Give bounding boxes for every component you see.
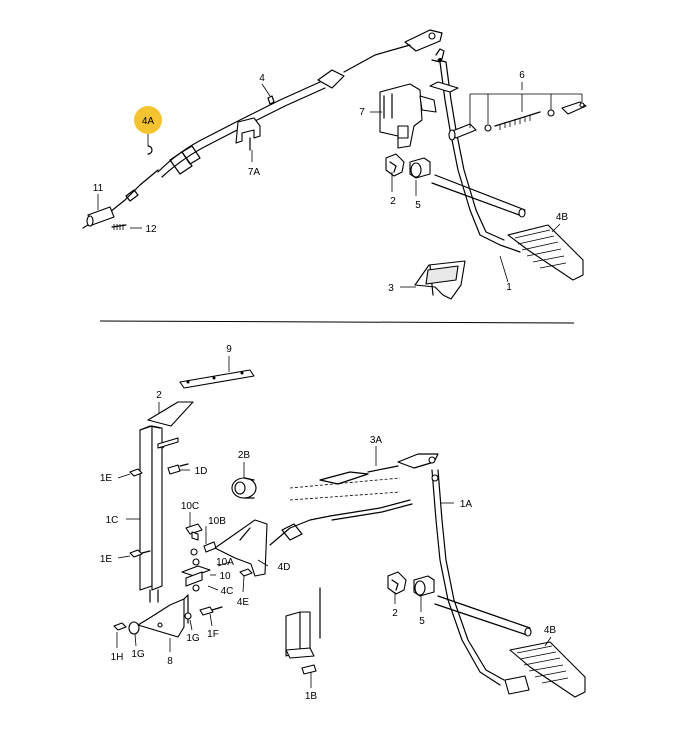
callout-10C[interactable]: 10C (181, 501, 199, 512)
bushing-part-2B (231, 477, 257, 499)
bracket-part-8 (137, 594, 189, 638)
adjuster-part-6 (448, 101, 587, 141)
callout-1E-bottom[interactable]: 1E (100, 554, 113, 565)
pedal-pad-4B (507, 224, 584, 281)
callout-1C[interactable]: 1C (106, 515, 119, 526)
callout-4E[interactable]: 4E (237, 597, 250, 608)
top-callouts: 4A 4 6 7 7A 11 12 2 5 4B 3 1 (93, 70, 569, 294)
fasteners-left (129, 463, 189, 558)
bracket-part-4D (214, 519, 268, 577)
callout-1E-top[interactable]: 1E (100, 473, 113, 484)
clip-part-4A (147, 145, 153, 155)
callout-4C[interactable]: 4C (221, 586, 234, 597)
callout-10[interactable]: 10 (219, 571, 231, 582)
bracket-part-7A (235, 117, 261, 151)
callout-8[interactable]: 8 (167, 656, 173, 667)
callout-1F[interactable]: 1F (207, 629, 219, 640)
pedal-lever-1 (429, 48, 521, 253)
pedal-box-1C (139, 401, 194, 603)
callout-9[interactable]: 9 (226, 344, 232, 355)
top-assembly: 4A 4 6 7 7A 11 12 2 5 4B 3 1 (82, 29, 587, 300)
bottom-assembly: 9 2 1E 1D 2B 3A 1A 10C 10B 1C 1E 10A 10 … (100, 344, 586, 702)
callout-1G-bottom[interactable]: 1G (131, 649, 145, 660)
bottom-callouts: 9 2 1E 1D 2B 3A 1A 10C 10B 1C 1E 10A 10 … (100, 344, 557, 702)
callout-1H[interactable]: 1H (111, 652, 124, 663)
bottom-leader-lines (116, 356, 552, 688)
section-divider (99, 320, 575, 324)
callout-5-right[interactable]: 5 (419, 616, 425, 627)
callout-2-right[interactable]: 2 (392, 608, 398, 619)
axle-rod-bottom (387, 571, 532, 637)
callout-4B[interactable]: 4B (556, 212, 569, 223)
callout-11[interactable]: 11 (93, 183, 104, 194)
callout-1D[interactable]: 1D (195, 466, 208, 477)
floor-mount-1B (285, 587, 321, 675)
small-hardware (181, 523, 253, 592)
callout-12[interactable]: 12 (145, 224, 157, 235)
callout-2B[interactable]: 2B (238, 450, 251, 461)
callout-3A[interactable]: 3A (370, 435, 383, 446)
callout-1A[interactable]: 1A (460, 499, 473, 510)
callout-10A[interactable]: 10A (216, 557, 234, 568)
fasteners-bottom (113, 606, 223, 635)
callout-6[interactable]: 6 (519, 70, 525, 81)
callout-4[interactable]: 4 (259, 73, 265, 84)
callout-4D[interactable]: 4D (278, 562, 291, 573)
callout-7A[interactable]: 7A (248, 167, 261, 178)
sleeve-part-11 (82, 206, 127, 230)
callout-10B[interactable]: 10B (208, 516, 226, 527)
callout-1G[interactable]: 1G (186, 633, 200, 644)
callout-1[interactable]: 1 (506, 282, 512, 293)
floor-plate-3 (414, 260, 466, 300)
top-leader-lines (97, 82, 583, 288)
plate-part-9 (179, 369, 255, 389)
callout-4A[interactable]: 4A (142, 116, 155, 127)
callout-3[interactable]: 3 (388, 283, 394, 294)
callout-1B[interactable]: 1B (305, 691, 318, 702)
callout-5[interactable]: 5 (415, 200, 421, 211)
callout-4B-bottom[interactable]: 4B (544, 625, 557, 636)
cable-part-3A (269, 453, 439, 546)
callout-2-bottom[interactable]: 2 (156, 390, 162, 401)
callout-7[interactable]: 7 (359, 107, 365, 118)
callout-2[interactable]: 2 (390, 196, 396, 207)
highlighted-callout-badge (134, 106, 162, 134)
mounting-bracket-7 (379, 83, 437, 149)
axle-rod (385, 153, 526, 218)
pedal-pad-4B-bottom (504, 641, 586, 698)
